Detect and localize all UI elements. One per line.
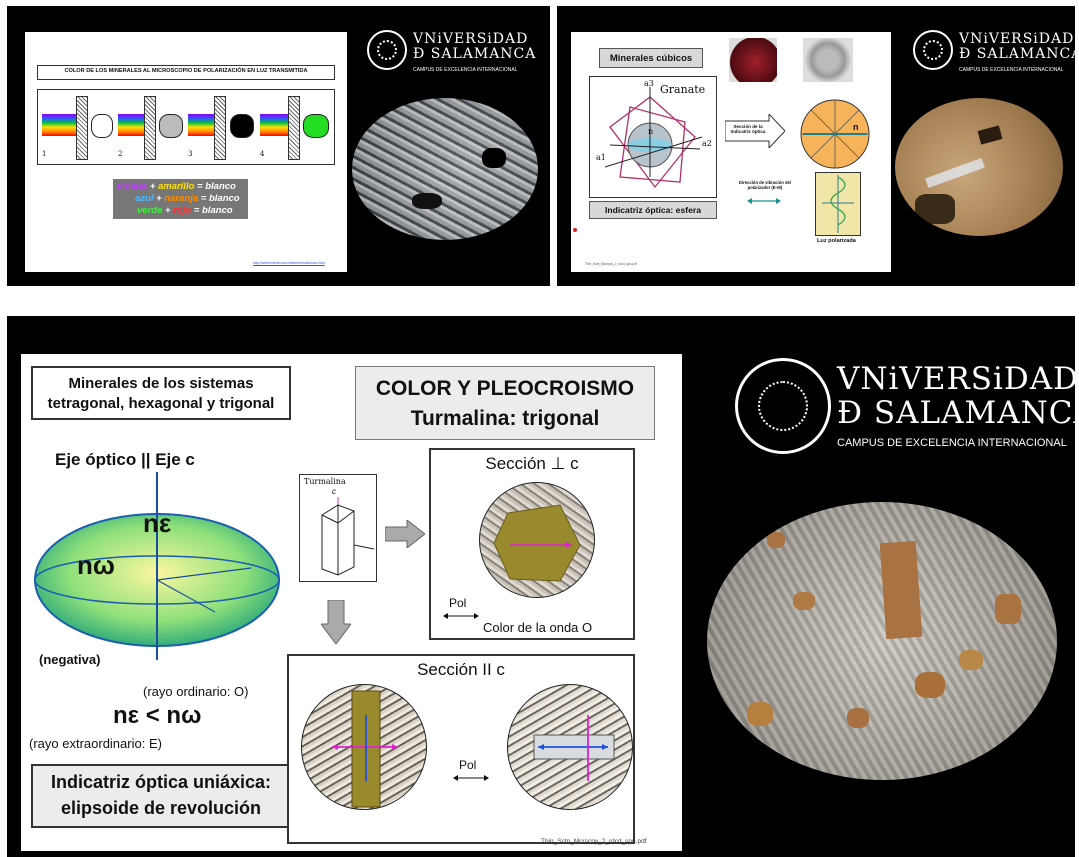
slide-heading: COLOR DE LOS MINERALES AL MICROSCOPIO DE… bbox=[37, 65, 335, 80]
micrograph-schist bbox=[352, 98, 538, 240]
prism-diagram: 1 2 3 4 bbox=[37, 89, 335, 165]
micrograph-prism-section-dark bbox=[301, 684, 427, 810]
section-perpendicular: Sección ⊥ c Pol Color de la onda O bbox=[429, 448, 635, 640]
garnet-thin-section bbox=[803, 38, 853, 82]
micrograph-basal-section bbox=[479, 482, 595, 598]
slide-color: COLOR DE LOS MINERALES AL MICROSCOPIO DE… bbox=[25, 32, 347, 272]
color-legend: violeta + amarillo = blanco azul + naran… bbox=[113, 179, 248, 219]
optic-axis-label: Eje óptico || Eje c bbox=[55, 450, 195, 470]
section-arrow-icon: Sección de la Indicatriz óptica bbox=[725, 114, 785, 148]
systems-title: Minerales de los sistemas tetragonal, he… bbox=[31, 366, 291, 420]
section-parallel: Sección II c Pol bbox=[287, 654, 635, 844]
tourmaline-crystal: Turmalina c bbox=[299, 474, 377, 582]
panel-bottom: Minerales de los sistemas tetragonal, he… bbox=[7, 316, 1075, 857]
source-link[interactable]: http://webmineral.com/sites/minerals/col… bbox=[253, 261, 325, 265]
polarized-light-box bbox=[815, 172, 861, 236]
campus-subtitle: CAMPUS DE EXCELENCIA INTERNACIONAL bbox=[413, 67, 517, 73]
indicatrix-sphere-label: Indicatriz óptica: esfera bbox=[589, 201, 717, 219]
micrograph-tourmaline bbox=[707, 502, 1057, 780]
garnet-photo bbox=[729, 38, 777, 82]
panel-top-right: Minerales cúbicos Granate a3 a2 a1 n Sec… bbox=[557, 6, 1075, 286]
arrow-down-icon bbox=[321, 600, 351, 644]
campus-subtitle: CAMPUS DE EXCELENCIA INTERNACIONAL bbox=[959, 67, 1063, 73]
garnet-diagram: Granate a3 a2 a1 n bbox=[589, 76, 717, 198]
slide-cubic: Minerales cúbicos Granate a3 a2 a1 n Sec… bbox=[571, 32, 891, 272]
arrow-right-icon bbox=[385, 520, 425, 548]
isotropic-section-circle: n bbox=[799, 98, 871, 170]
university-seal-icon bbox=[367, 30, 407, 70]
university-seal-icon bbox=[913, 30, 953, 70]
panel-top-left: COLOR DE LOS MINERALES AL MICROSCOPIO DE… bbox=[7, 6, 550, 286]
cubic-title: Minerales cúbicos bbox=[599, 48, 703, 68]
main-title: COLOR Y PLEOCROISMO Turmalina: trigonal bbox=[355, 366, 655, 440]
uniaxial-ellipsoid bbox=[29, 472, 291, 662]
micrograph-garnet bbox=[895, 98, 1063, 236]
campus-subtitle: CAMPUS DE EXCELENCIA INTERNACIONAL bbox=[837, 437, 1067, 449]
micrograph-prism-section-light bbox=[507, 684, 633, 810]
refractive-inequality: nε < nω bbox=[113, 702, 201, 730]
uniaxial-indicatrix-label: Indicatriz óptica uniáxica: elipsoide de… bbox=[31, 764, 291, 828]
double-arrow-icon bbox=[747, 197, 781, 205]
slide-uniaxial: Minerales de los sistemas tetragonal, he… bbox=[21, 354, 682, 851]
polarizer-direction: Dirección de vibración del polarizador (… bbox=[731, 180, 799, 190]
pointer-dot bbox=[573, 228, 577, 232]
university-seal-icon bbox=[735, 358, 831, 454]
